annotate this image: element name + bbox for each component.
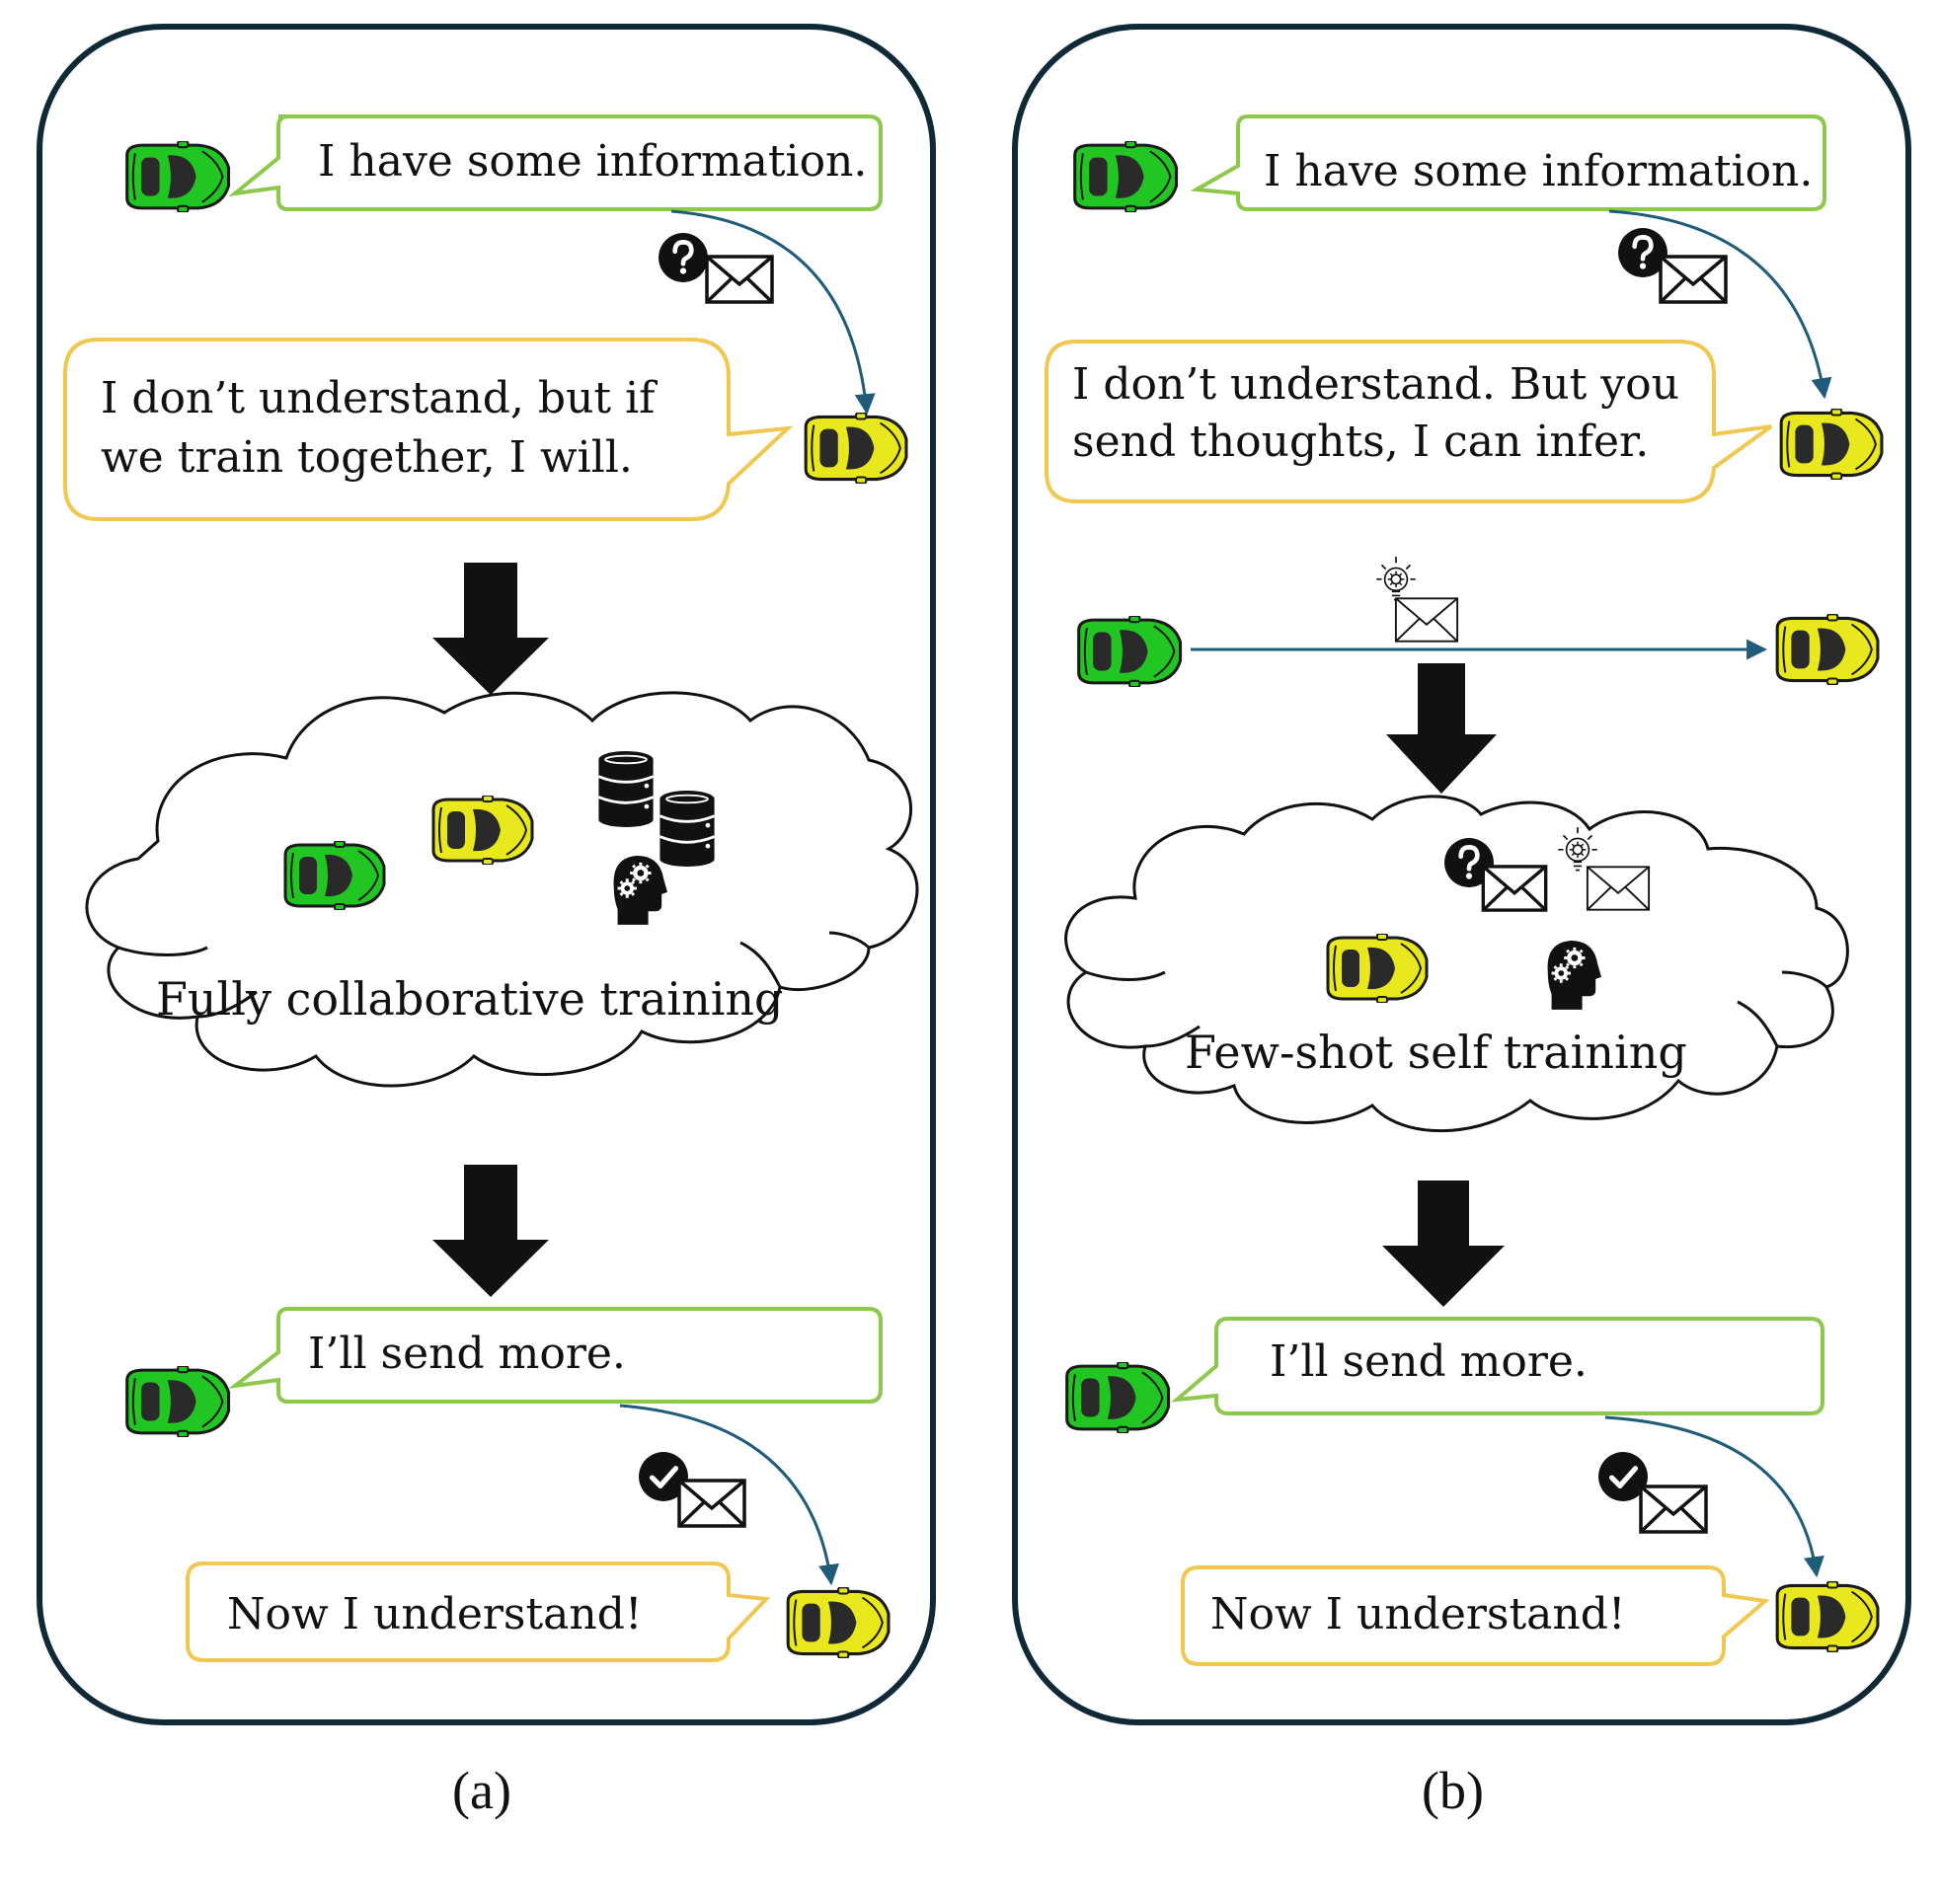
cloud-shape: [85, 691, 919, 1088]
cloud-label: Fully collaborative training: [156, 972, 784, 1026]
yellow-car-icon: [1775, 614, 1880, 685]
bubble-text-line2: send thoughts, I can infer.: [1072, 417, 1649, 467]
bubble-text-line1: I don’t understand. But you: [1072, 359, 1679, 410]
envelope-icon: [705, 255, 774, 304]
lightbulb-gear-icon: [1375, 556, 1417, 601]
yellow-car-icon: [804, 413, 908, 484]
bubble-text-line2: we train together, I will.: [101, 432, 633, 483]
database-icon: [596, 750, 656, 827]
envelope-icon: [1659, 255, 1728, 304]
green-car-icon: [283, 841, 386, 910]
message-arrow: [670, 209, 876, 416]
yellow-speech-bubble: I don’t understand, but if we train toge…: [63, 338, 794, 521]
cloud-shape: [1064, 795, 1849, 1133]
yellow-car-icon: [431, 796, 534, 865]
panel-b: I have some information. I don’t underst…: [1012, 24, 1911, 1820]
green-car-icon: [1065, 1362, 1171, 1433]
bubble-text: I’ll send more.: [1270, 1336, 1588, 1387]
message-arrow: [619, 1404, 839, 1586]
yellow-speech-bubble: Now I understand!: [1181, 1565, 1770, 1666]
panel-a-frame: [37, 24, 936, 1725]
bubble-text: I have some information.: [318, 136, 867, 187]
green-speech-bubble: I have some information.: [228, 114, 883, 211]
yellow-car-icon: [786, 1587, 891, 1658]
panel-b-frame: [1012, 24, 1911, 1725]
envelope-icon: [1481, 865, 1548, 912]
message-arrow: [1604, 1415, 1824, 1578]
down-arrow-icon: [432, 563, 549, 695]
envelope-icon: [1639, 1485, 1708, 1534]
question-badge-icon: [659, 233, 708, 282]
yellow-car-icon: [1779, 409, 1884, 480]
green-car-icon: [125, 1366, 231, 1437]
green-speech-bubble: I have some information.: [1190, 114, 1826, 211]
message-arrow: [1608, 209, 1832, 400]
panel-caption: (b): [1422, 1761, 1484, 1820]
green-speech-bubble: I’ll send more.: [227, 1307, 883, 1404]
green-car-icon: [1077, 616, 1183, 687]
bubble-text: Now I understand!: [227, 1589, 643, 1639]
yellow-speech-bubble: Now I understand!: [186, 1561, 771, 1662]
envelope-icon: [1394, 597, 1459, 643]
down-arrow-icon: [1386, 663, 1497, 794]
down-arrow-icon: [432, 1165, 549, 1297]
yellow-car-icon: [1326, 934, 1429, 1003]
panel-caption: (a): [452, 1761, 511, 1820]
bubble-text: I have some information.: [1264, 146, 1813, 196]
panel-a: I have some information. I don’t underst…: [37, 24, 936, 1820]
yellow-speech-bubble: I don’t understand. But you send thought…: [1045, 340, 1773, 503]
bubble-text: Now I understand!: [1210, 1589, 1626, 1639]
green-speech-bubble: I’ll send more.: [1170, 1317, 1824, 1415]
envelope-icon: [677, 1479, 746, 1528]
green-car-icon: [125, 141, 231, 212]
database-icon: [658, 790, 717, 867]
envelope-icon: [1586, 866, 1651, 911]
down-arrow-icon: [1382, 1180, 1505, 1307]
cloud-label: Few-shot self training: [1185, 1026, 1687, 1079]
yellow-car-icon: [1775, 1581, 1880, 1652]
bubble-text-line1: I don’t understand, but if: [101, 373, 658, 423]
bubble-text: I’ll send more.: [308, 1329, 626, 1379]
green-car-icon: [1073, 141, 1179, 212]
